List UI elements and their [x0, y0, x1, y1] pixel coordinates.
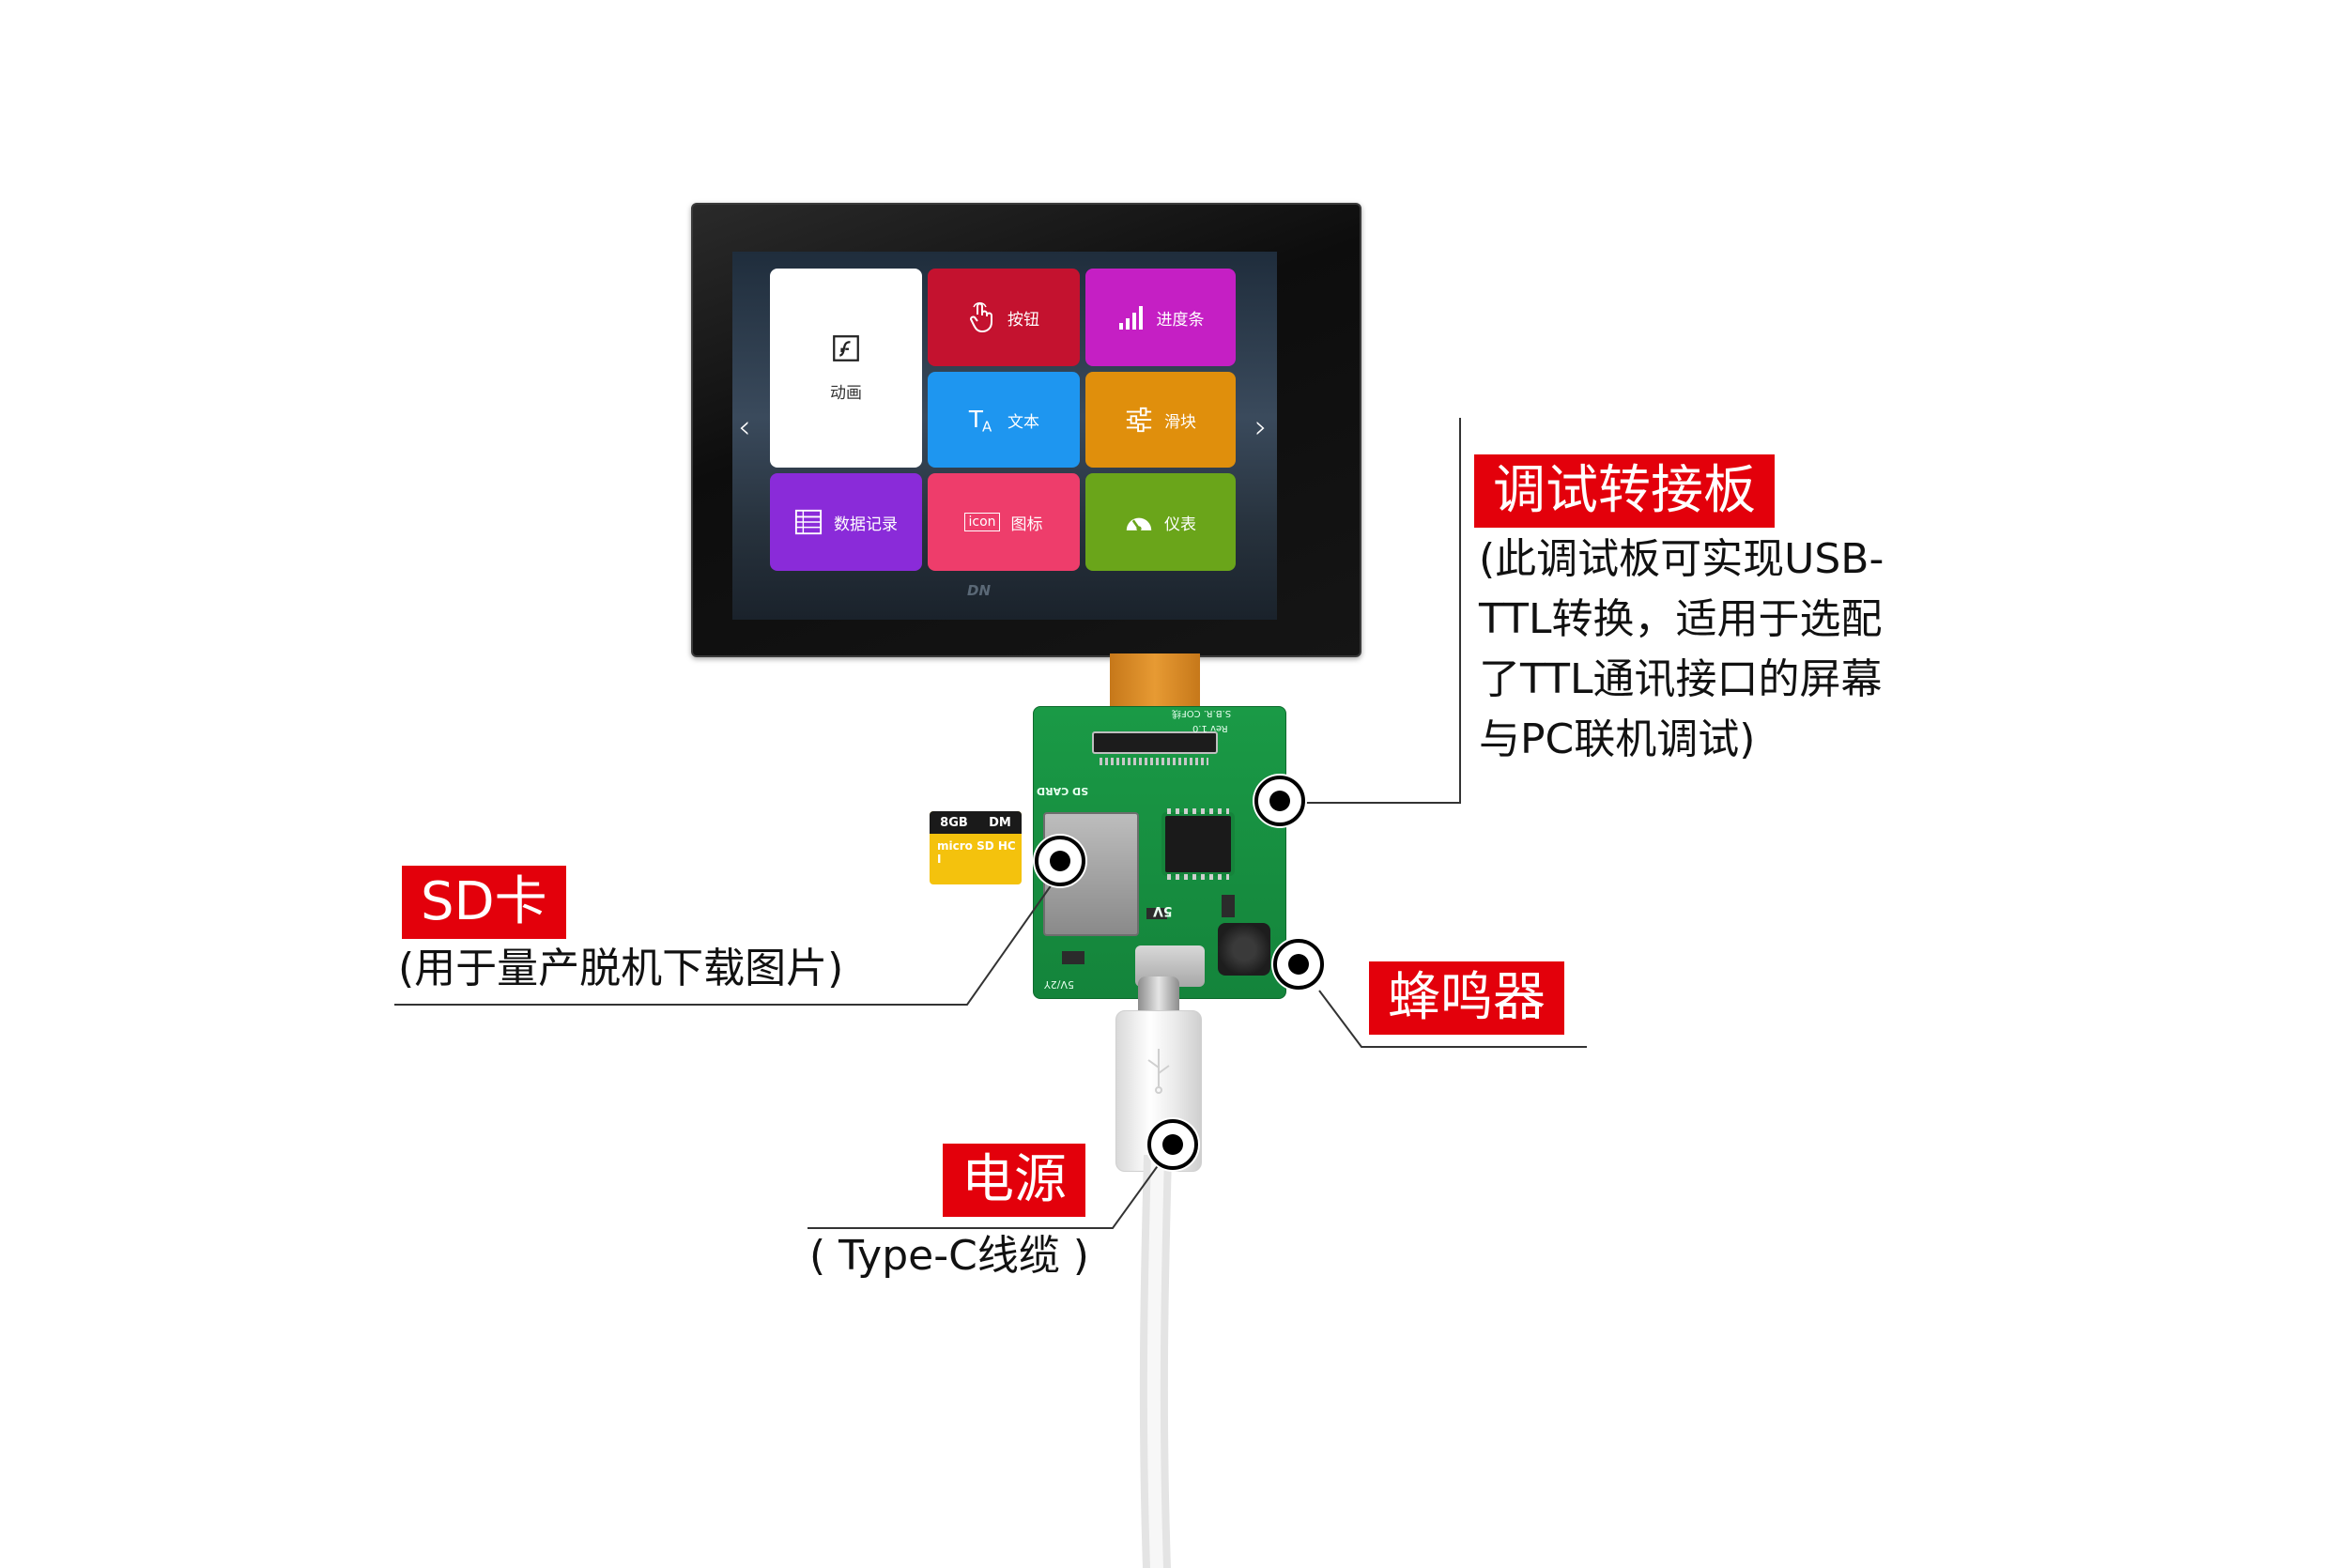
tile-label: 数据记录 [834, 515, 898, 534]
power-title: 电源 [943, 1144, 1085, 1217]
fpc-ribbon-cable [1110, 653, 1200, 712]
flash-icon [832, 334, 860, 362]
buzzer-marker [1273, 939, 1324, 990]
gauge-icon [1125, 508, 1153, 536]
tile-button: 按钮 [928, 269, 1080, 366]
sd-card-title: SD卡 [402, 866, 566, 939]
smd-component [1222, 895, 1235, 917]
desc-line: 了TTL通讯接口的屏幕 [1479, 655, 1883, 703]
tile-label: 按钮 [1007, 310, 1039, 330]
tile-progress: 进度条 [1085, 269, 1236, 366]
slider-icon [1125, 406, 1153, 434]
debug-board-marker [1254, 776, 1305, 826]
sd-card-header: 8GB DM [930, 811, 1022, 834]
screen-logo: DN [967, 582, 992, 599]
svg-text:A: A [982, 418, 992, 435]
smd-component [1062, 951, 1084, 964]
tile-label: 进度条 [1156, 310, 1205, 330]
tile-label: 滑块 [1164, 412, 1196, 432]
connector-pins [1100, 758, 1208, 765]
smd-component [1146, 908, 1167, 919]
desc-line: (此调试板可实现USB- [1479, 535, 1884, 583]
buzzer-title: 蜂鸣器 [1369, 961, 1564, 1035]
sd-card-description: (用于量产脱机下载图片) [398, 945, 844, 992]
sd-card-brand: DM [989, 815, 1011, 830]
fpc-connector [1092, 731, 1218, 754]
power-description: ( Type-C线缆 ) [809, 1232, 1089, 1280]
nav-right-arrow: › [1254, 408, 1268, 446]
icon-badge-icon: icon [964, 513, 1000, 531]
usb-ttl-chip [1165, 816, 1231, 872]
sd-card-capacity: 8GB [940, 815, 968, 830]
power-marker [1147, 1119, 1198, 1170]
usb-symbol-icon [1147, 1049, 1170, 1094]
sd-card-marker [1035, 836, 1085, 886]
table-icon [794, 508, 823, 536]
tile-data-record: 数据记录 [770, 473, 922, 571]
tile-label: 图标 [1010, 515, 1043, 534]
chip-pins [1167, 808, 1229, 814]
debug-board-title: 调试转接板 [1474, 454, 1775, 528]
tap-hand-icon [968, 301, 996, 333]
sd-card-type: micro SD HC I [937, 839, 1016, 866]
chip-pins [1167, 874, 1229, 880]
tile-slider: 滑块 [1085, 372, 1236, 468]
micro-sd-card: 8GB DM micro SD HC I [930, 811, 1022, 884]
tile-animation: 动画 [770, 269, 922, 468]
progress-bars-icon [1117, 303, 1146, 331]
debug-board-description: (此调试板可实现USB- TTL转换，适用于选配 了TTL通讯接口的屏幕 与PC… [1479, 530, 1884, 770]
tile-icon: icon 图标 [928, 473, 1080, 571]
tile-label: 动画 [830, 383, 862, 403]
tile-gauge: 仪表 [1085, 473, 1236, 571]
tile-label: 文本 [1007, 412, 1039, 432]
buzzer-component [1218, 923, 1270, 976]
type-c-cable [1139, 1155, 1172, 1568]
usb-c-plug-metal [1138, 976, 1179, 1016]
desc-line: 与PC联机调试) [1479, 715, 1756, 763]
tile-label: 仪表 [1164, 515, 1196, 534]
nav-left-arrow: ‹ [738, 408, 751, 446]
svg-text:T: T [968, 406, 984, 433]
desc-line: TTL转换，适用于选配 [1479, 595, 1883, 643]
